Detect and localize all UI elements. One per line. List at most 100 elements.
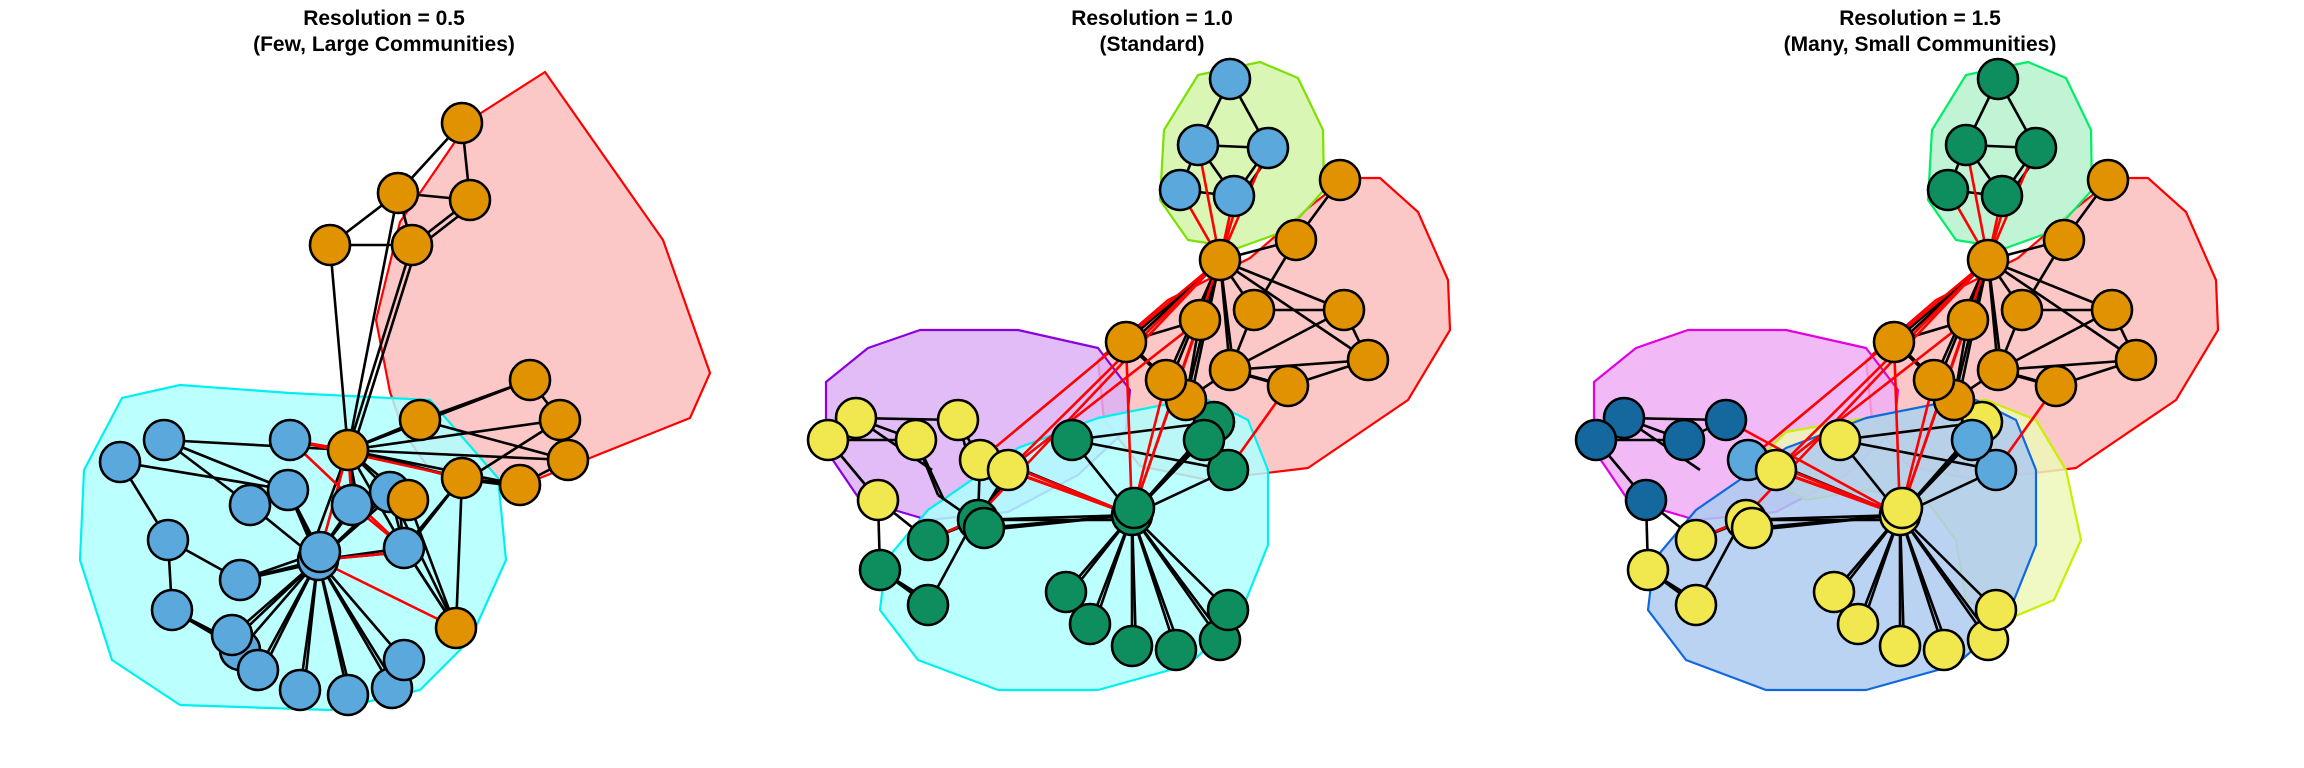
graph-node[interactable]: [1110, 624, 1154, 668]
graph-node[interactable]: [1274, 218, 1318, 262]
graph-node[interactable]: [1966, 238, 2010, 282]
graph-node[interactable]: [376, 171, 420, 215]
graph-node[interactable]: [1266, 364, 1310, 408]
graph-node[interactable]: [146, 518, 190, 562]
graph-node[interactable]: [2014, 126, 2058, 170]
graph-node[interactable]: [434, 606, 478, 650]
graph-node[interactable]: [398, 398, 442, 442]
graph-node[interactable]: [546, 438, 590, 482]
graph-node[interactable]: [1974, 448, 2018, 492]
graph-node[interactable]: [2042, 218, 2086, 262]
graph-node[interactable]: [1322, 288, 1366, 332]
graph-node[interactable]: [1976, 57, 2020, 101]
graph-node[interactable]: [1232, 288, 1276, 332]
graph-node[interactable]: [1158, 168, 1202, 212]
graph-node[interactable]: [936, 398, 980, 442]
graph-node[interactable]: [1206, 448, 1250, 492]
graph-node[interactable]: [1602, 396, 1646, 440]
graph-node[interactable]: [266, 468, 310, 512]
graph-node[interactable]: [1068, 602, 1112, 646]
graph-node[interactable]: [1946, 298, 1990, 342]
graph-node[interactable]: [228, 483, 272, 527]
graph-node[interactable]: [1212, 174, 1256, 218]
graph-node[interactable]: [1144, 358, 1188, 402]
graph-node[interactable]: [150, 588, 194, 632]
graph-node[interactable]: [2000, 288, 2044, 332]
graph-node[interactable]: [1922, 628, 1966, 672]
graph-node[interactable]: [508, 358, 552, 402]
graph-node[interactable]: [1104, 320, 1148, 364]
graph-node[interactable]: [1626, 548, 1670, 592]
graph-node[interactable]: [962, 506, 1006, 550]
graph-node[interactable]: [894, 418, 938, 462]
graph-node[interactable]: [390, 223, 434, 267]
graph-node[interactable]: [440, 101, 484, 145]
graph-node[interactable]: [1662, 418, 1706, 462]
graph-node[interactable]: [1176, 123, 1220, 167]
graph-node[interactable]: [1944, 123, 1988, 167]
graph-node[interactable]: [986, 448, 1030, 492]
graph-node[interactable]: [2034, 364, 2078, 408]
graph-node[interactable]: [806, 418, 850, 462]
graph-node[interactable]: [142, 418, 186, 462]
graph-node[interactable]: [538, 398, 582, 442]
graph-node[interactable]: [834, 396, 878, 440]
graph-node[interactable]: [326, 428, 370, 472]
graph-node[interactable]: [1730, 506, 1774, 550]
graph-node[interactable]: [1154, 628, 1198, 672]
graph-node[interactable]: [326, 673, 370, 717]
graph-node[interactable]: [1206, 588, 1250, 632]
graph-node[interactable]: [382, 638, 426, 682]
graph-node[interactable]: [2086, 158, 2130, 202]
graph-node[interactable]: [1318, 158, 1362, 202]
graph-node[interactable]: [1178, 298, 1222, 342]
graph-node[interactable]: [906, 583, 950, 627]
graph-node[interactable]: [1198, 238, 1242, 282]
graph-node[interactable]: [1674, 518, 1718, 562]
graph-node[interactable]: [1044, 570, 1088, 614]
graph-node[interactable]: [1872, 320, 1916, 364]
graph-node[interactable]: [268, 418, 312, 462]
graph-node[interactable]: [1812, 570, 1856, 614]
graph-node[interactable]: [1980, 174, 2024, 218]
graph-node[interactable]: [1112, 486, 1156, 530]
graph-node[interactable]: [1926, 168, 1970, 212]
graph-node[interactable]: [1182, 418, 1226, 462]
graph-node[interactable]: [1574, 418, 1618, 462]
graph-node[interactable]: [298, 530, 342, 574]
graph-node[interactable]: [278, 668, 322, 712]
graph-node[interactable]: [1246, 126, 1290, 170]
graph-node[interactable]: [386, 478, 430, 522]
graph-node[interactable]: [1912, 358, 1956, 402]
graph-node[interactable]: [1976, 348, 2020, 392]
graph-node[interactable]: [236, 648, 280, 692]
graph-node[interactable]: [906, 518, 950, 562]
graph-node[interactable]: [1674, 583, 1718, 627]
graph-node[interactable]: [1624, 478, 1668, 522]
graph-node[interactable]: [440, 456, 484, 500]
graph-node[interactable]: [98, 440, 142, 484]
graph-node[interactable]: [2114, 338, 2158, 382]
graph-node[interactable]: [1818, 418, 1862, 462]
graph-node[interactable]: [1878, 624, 1922, 668]
graph-node[interactable]: [308, 223, 352, 267]
graph-node[interactable]: [1974, 588, 2018, 632]
graph-node[interactable]: [448, 178, 492, 222]
graph-node[interactable]: [1346, 338, 1390, 382]
graph-node[interactable]: [382, 526, 426, 570]
graph-node[interactable]: [1704, 398, 1748, 442]
graph-node[interactable]: [1208, 348, 1252, 392]
graph-node[interactable]: [2090, 288, 2134, 332]
graph-node[interactable]: [218, 558, 262, 602]
graph-node[interactable]: [1050, 418, 1094, 462]
graph-node[interactable]: [856, 478, 900, 522]
graph-node[interactable]: [1208, 57, 1252, 101]
graph-node[interactable]: [498, 463, 542, 507]
graph-node[interactable]: [210, 613, 254, 657]
graph-node[interactable]: [1754, 448, 1798, 492]
graph-node[interactable]: [1880, 486, 1924, 530]
graph-node[interactable]: [1950, 418, 1994, 462]
graph-node[interactable]: [858, 548, 902, 592]
graph-node[interactable]: [330, 483, 374, 527]
graph-node[interactable]: [1836, 602, 1880, 646]
